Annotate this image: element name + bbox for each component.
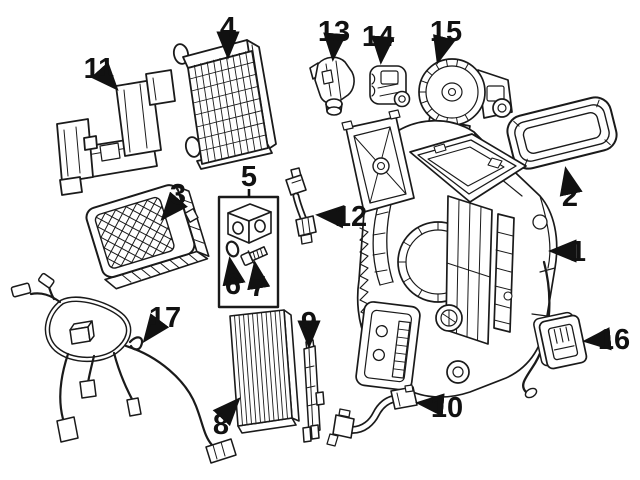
callout-17: 17 bbox=[149, 302, 181, 334]
callout-1: 1 bbox=[570, 236, 586, 268]
callout-3: 3 bbox=[170, 179, 186, 211]
harness-connector bbox=[56, 416, 79, 443]
housing-top-opening bbox=[409, 133, 527, 203]
harness-connector bbox=[87, 320, 95, 342]
part-16-actuator-drawing bbox=[533, 311, 588, 370]
o-ring bbox=[225, 240, 240, 258]
part-12-sensor-drawing bbox=[285, 167, 317, 245]
arrow-to-part-6 bbox=[222, 256, 246, 287]
arrow-to-part-16 bbox=[582, 327, 612, 351]
part-17-wiring-harness-drawing bbox=[10, 272, 237, 464]
part-9-filter-cover-drawing bbox=[302, 339, 325, 443]
part-13-servo-motor-drawing bbox=[309, 56, 355, 116]
arrow-to-part-17 bbox=[142, 313, 170, 344]
harness-connector bbox=[126, 397, 142, 417]
expansion-valve bbox=[227, 203, 272, 244]
callout-15: 15 bbox=[430, 16, 462, 48]
callout-9: 9 bbox=[301, 307, 317, 339]
callout-7: 7 bbox=[250, 271, 266, 303]
part-15-blower-motor-drawing bbox=[418, 58, 513, 138]
arrow-to-part-11 bbox=[90, 61, 119, 91]
arrow-to-part-8 bbox=[212, 397, 241, 427]
arrow-to-part-12 bbox=[315, 204, 345, 229]
part-3-inlet-grille-drawing bbox=[85, 184, 210, 290]
housing-flap bbox=[341, 109, 415, 213]
arrow-to-part-2 bbox=[559, 166, 583, 197]
part-8-cabin-filter-drawing bbox=[229, 309, 300, 434]
harness-connector bbox=[10, 282, 32, 298]
callout-4: 4 bbox=[220, 12, 236, 44]
part-1-hvac-housing-drawing bbox=[341, 109, 558, 399]
part-2-seal-frame-drawing bbox=[506, 96, 618, 170]
callout-arrows bbox=[90, 31, 612, 427]
part-11-mounting-bracket-drawing bbox=[56, 69, 176, 196]
callout-14: 14 bbox=[362, 21, 394, 53]
arrow-to-part-3 bbox=[160, 191, 188, 221]
callout-10: 10 bbox=[431, 392, 463, 424]
callout-11: 11 bbox=[84, 53, 115, 85]
channel-rungs bbox=[493, 231, 514, 325]
arrow-to-part-7 bbox=[247, 260, 271, 291]
part-14-servo-motor-drawing bbox=[369, 65, 411, 108]
arrow-to-part-13 bbox=[323, 32, 347, 62]
part-4-evaporator-core-drawing bbox=[172, 39, 277, 170]
arrow-to-part-15 bbox=[433, 34, 456, 65]
callout-6: 6 bbox=[225, 269, 241, 301]
callout-8: 8 bbox=[213, 409, 229, 441]
callout-13: 13 bbox=[318, 16, 350, 48]
callout-labels: 1 2 3 4 5 6 7 8 9 10 11 12 13 14 15 16 1… bbox=[84, 12, 630, 441]
arrow-to-part-10 bbox=[415, 393, 445, 417]
housing-module bbox=[355, 301, 421, 391]
callout-12: 12 bbox=[335, 201, 367, 233]
harness-connector bbox=[79, 379, 97, 399]
harness-connector bbox=[38, 272, 55, 289]
harness-connector bbox=[69, 326, 91, 345]
callout-16: 16 bbox=[598, 324, 630, 356]
housing-wire bbox=[522, 260, 551, 394]
arrow-to-part-14 bbox=[371, 35, 395, 65]
callout-2: 2 bbox=[562, 181, 578, 213]
core-grid bbox=[189, 51, 267, 162]
part-10-drain-hose-drawing bbox=[326, 384, 418, 447]
callout-5: 5 bbox=[241, 161, 257, 193]
filter-pleats bbox=[234, 310, 288, 426]
